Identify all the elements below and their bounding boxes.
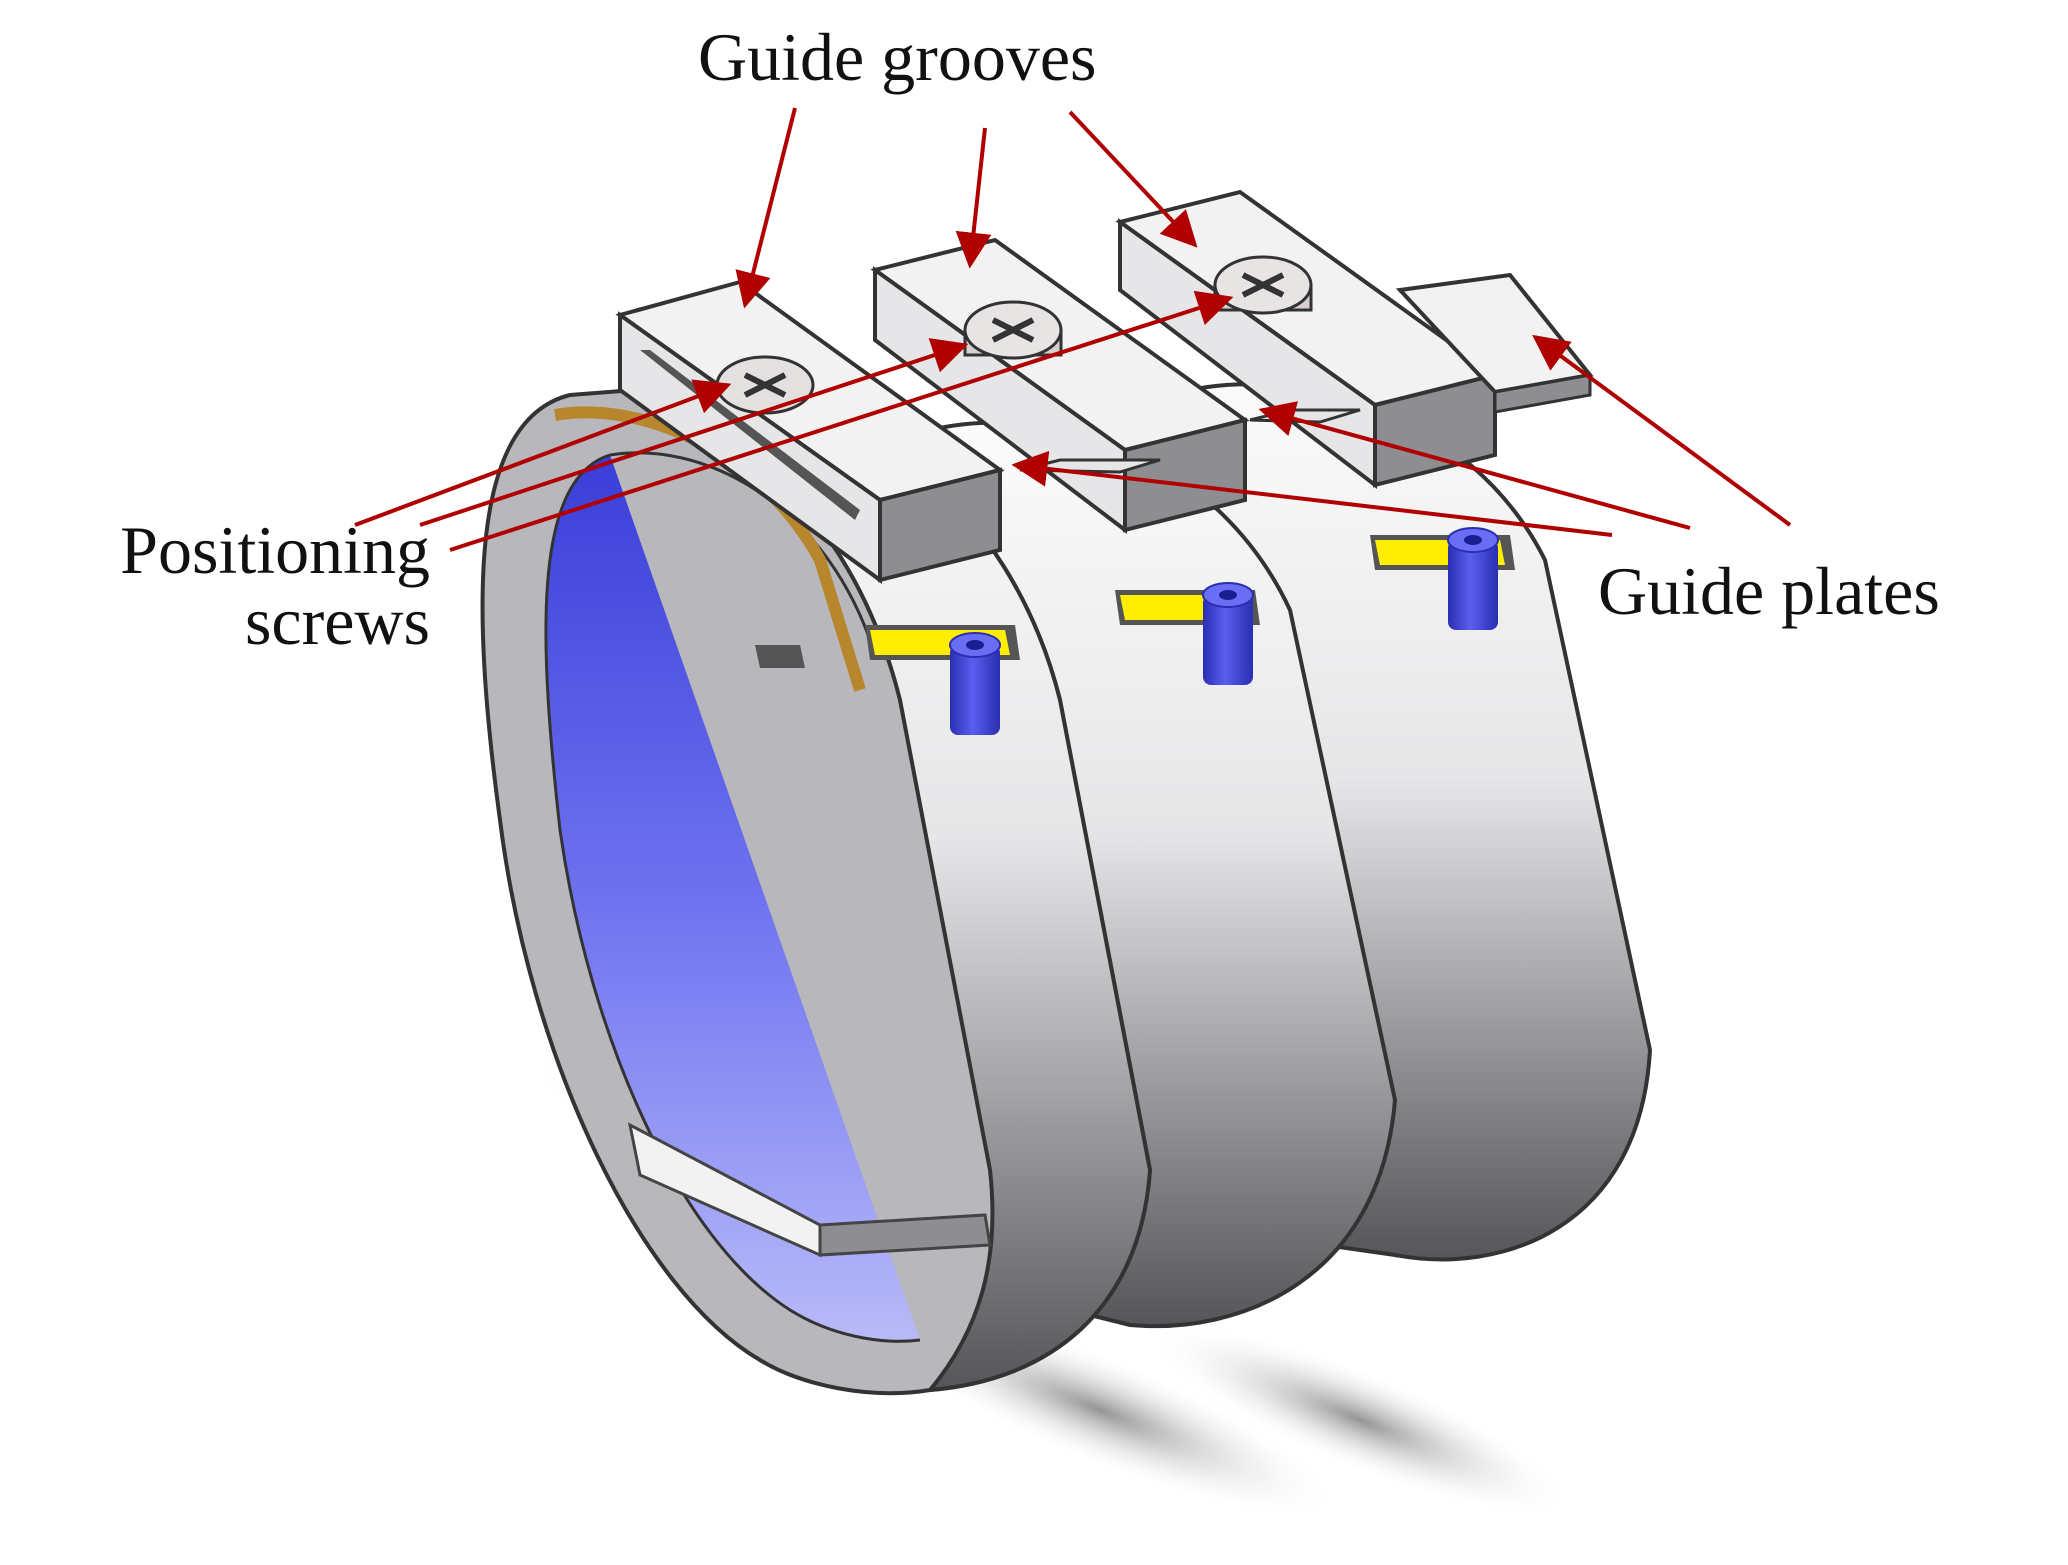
callout-arrows	[354, 107, 1792, 552]
cylinder-peg-3	[1447, 527, 1499, 630]
arrow-guide-groove-3	[1068, 110, 1198, 248]
cylinder-peg-2	[1202, 582, 1254, 685]
arrow-screw-3	[449, 290, 1234, 552]
cylinder-peg-1	[949, 632, 1001, 735]
label-guide-plates: Guide plates	[1598, 553, 1940, 629]
arrow-guide-groove-2	[955, 127, 992, 269]
positioning-screw-3	[1213, 255, 1313, 315]
arrow-guide-groove-1	[735, 107, 797, 309]
label-guide-grooves: Guide grooves	[698, 19, 1097, 95]
arrow-guide-plate-2	[1258, 401, 1691, 530]
bottom-feet	[627, 1122, 992, 1258]
positioning-screw-1	[715, 355, 815, 415]
arrow-screw-2	[419, 338, 969, 527]
arrow-guide-plate-3	[1532, 334, 1792, 527]
label-positioning-screws: Positioning screws	[30, 512, 430, 660]
arrow-screw-1	[354, 379, 732, 527]
arrow-guide-plate-1	[1011, 450, 1613, 537]
label-positioning-line2: screws	[244, 583, 430, 660]
positioning-screw-2	[963, 300, 1063, 360]
label-positioning-line1: Positioning	[120, 512, 430, 588]
